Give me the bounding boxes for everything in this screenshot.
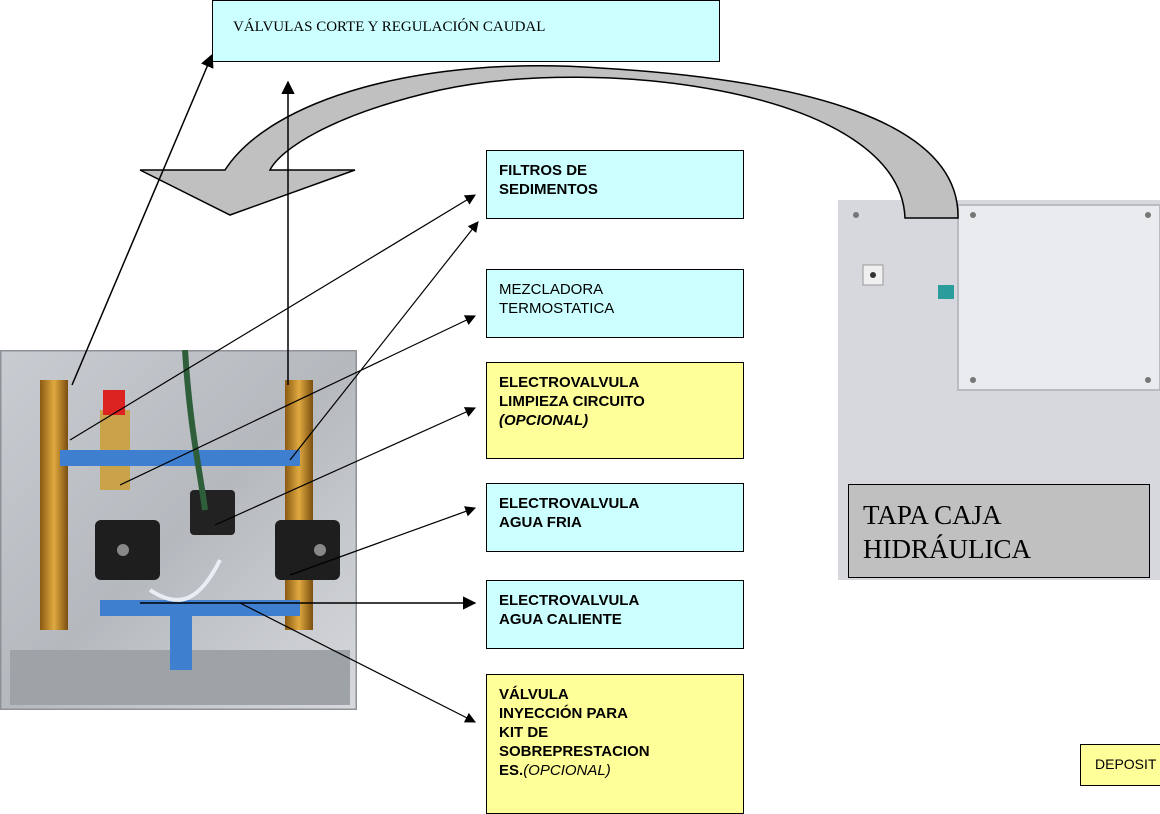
inyeccion-line-5: ES.(OPCIONAL)	[499, 761, 731, 780]
caliente-label: ELECTROVALVULA AGUA CALIENTE	[486, 580, 744, 649]
mezcladora-line-1: MEZCLADORA	[499, 281, 604, 298]
inyeccion-line-4: SOBREPRESTACION	[499, 743, 650, 760]
fria-label: ELECTROVALVULA AGUA FRIA	[486, 483, 744, 552]
deposit-label: DEPOSIT	[1080, 744, 1160, 786]
fria-line-2: AGUA FRIA	[499, 514, 582, 531]
hydraulic-box-photo	[0, 350, 357, 710]
inyeccion-line-3: KIT DE	[499, 724, 549, 741]
tapa-caja-label: TAPA CAJA HIDRÁULICA	[848, 484, 1150, 578]
inyeccion-line-2: INYECCIÓN PARA	[499, 705, 628, 722]
limpieza-label: ELECTROVALVULA LIMPIEZA CIRCUITO (OPCION…	[486, 362, 744, 459]
caliente-line-1: ELECTROVALVULA	[499, 592, 640, 609]
filtros-line-2: SEDIMENTOS	[499, 181, 598, 198]
fria-line-1: ELECTROVALVULA	[499, 495, 640, 512]
limpieza-line-3: (OPCIONAL)	[499, 412, 589, 429]
inyeccion-opcional: (OPCIONAL)	[523, 762, 611, 779]
tapa-line-2: HIDRÁULICA	[863, 534, 1031, 564]
filtros-line-1: FILTROS DE	[499, 162, 588, 179]
top-valves-label: VÁLVULAS CORTE Y REGULACIÓN CAUDAL	[212, 0, 720, 62]
limpieza-line-1: ELECTROVALVULA	[499, 374, 640, 391]
caliente-line-2: AGUA CALIENTE	[499, 611, 622, 628]
inyeccion-es: ES.	[499, 762, 524, 779]
mezcladora-line-2: TERMOSTATICA	[499, 300, 615, 317]
limpieza-line-2: LIMPIEZA CIRCUITO	[499, 393, 645, 410]
inyeccion-label: VÁLVULA INYECCIÓN PARA KIT DE SOBREPREST…	[486, 674, 744, 814]
mezcladora-label: MEZCLADORA TERMOSTATICA	[486, 269, 744, 338]
tapa-line-1: TAPA CAJA	[863, 500, 1002, 530]
inyeccion-line-1: VÁLVULA	[499, 686, 569, 703]
filtros-label: FILTROS DE SEDIMENTOS	[486, 150, 744, 219]
